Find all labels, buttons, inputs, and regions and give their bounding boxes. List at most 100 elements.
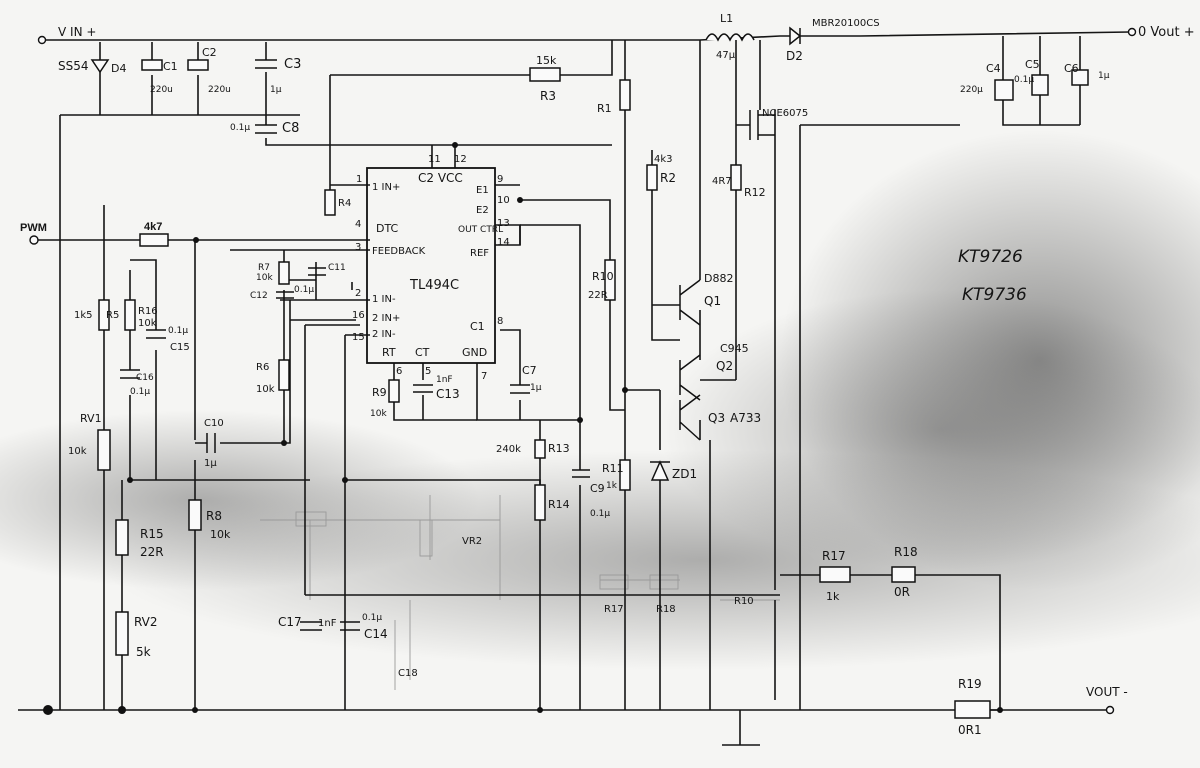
c1-capacitor xyxy=(141,59,163,71)
r10-value: 22R xyxy=(588,290,608,301)
pin-15: 15 xyxy=(352,332,365,343)
q1-part: D882 xyxy=(704,272,733,285)
l1-label: L1 xyxy=(720,12,733,25)
r3-label: R3 xyxy=(540,89,556,103)
wires xyxy=(18,31,1131,746)
d2-part: MBR20100CS xyxy=(812,18,880,29)
r8-label: R8 xyxy=(206,509,222,523)
r2-value: 4k3 xyxy=(654,154,673,165)
c16-capacitor xyxy=(120,369,140,379)
r7-value: 10k xyxy=(256,273,273,283)
rv2-pot xyxy=(115,611,129,656)
c13-label: C13 xyxy=(436,387,460,401)
c3-capacitor xyxy=(255,59,277,69)
c16-value: 0.1µ xyxy=(130,387,150,397)
r19-label: R19 xyxy=(958,677,982,691)
ic-c2vcc: C2 VCC xyxy=(418,171,463,185)
pin-14: 14 xyxy=(497,237,510,248)
junction-dot xyxy=(622,387,628,393)
c1-value: 220u xyxy=(150,85,173,95)
c6-label: C6 xyxy=(1064,62,1079,75)
r15-label: R15 xyxy=(140,527,164,541)
zd1-zener xyxy=(650,460,670,481)
r19-resistor xyxy=(954,700,991,719)
c5-value: 0.1µ xyxy=(1014,75,1034,85)
ghost-r10-label: R10 xyxy=(734,596,754,607)
e1-label: E1 xyxy=(476,185,489,196)
l1-value: 47µ xyxy=(716,50,736,61)
rt-label: RT xyxy=(382,346,396,359)
ghost-r18-label: R18 xyxy=(656,604,676,615)
r15-resistor xyxy=(115,519,129,556)
r4-label: R4 xyxy=(338,198,351,209)
r2-label: R2 xyxy=(660,171,676,185)
c15-label: C15 xyxy=(170,342,190,353)
tl494-ic-body xyxy=(366,167,496,364)
outctrl-label: OUT CTRL xyxy=(458,225,503,235)
c14-label: C14 xyxy=(364,627,388,641)
r5-label: R5 xyxy=(106,310,119,321)
c7-label: C7 xyxy=(522,364,537,377)
vin-terminal xyxy=(37,35,47,45)
junction-dot xyxy=(577,417,583,423)
vout-minus-terminal xyxy=(1105,705,1115,715)
tvs-label: SS54 xyxy=(58,59,89,73)
vin-label: V IN + xyxy=(58,25,96,39)
r9-value: 10k xyxy=(370,409,387,419)
r17-value: 1k xyxy=(826,590,840,603)
c11-label: C11 xyxy=(328,263,346,273)
r3-resistor xyxy=(529,67,561,82)
r1-resistor xyxy=(619,79,631,111)
l1-inductor xyxy=(705,33,755,42)
pin1-label: 1 IN+ xyxy=(372,182,400,193)
r10-resistor xyxy=(604,259,616,301)
pwm-terminal xyxy=(29,235,39,245)
r9-label: R9 xyxy=(372,386,387,399)
junction-dot xyxy=(192,707,198,713)
r1-label: R1 xyxy=(597,102,612,115)
c8-label: C8 xyxy=(282,121,299,136)
q2-label: Q2 xyxy=(716,359,733,373)
r12-value: 4R7 xyxy=(712,176,732,187)
c8-capacitor xyxy=(255,124,277,134)
vout-minus-label: VOUT - xyxy=(1086,685,1128,699)
mosfet-symbol xyxy=(749,110,775,140)
c5-capacitor xyxy=(1031,74,1049,96)
junction-dot xyxy=(43,705,53,715)
q3-transistor xyxy=(679,394,701,441)
r17-label: R17 xyxy=(822,549,846,563)
c17-value: 1nF xyxy=(318,618,337,629)
feedback-label: FEEDBACK xyxy=(372,246,426,257)
r4-resistor xyxy=(324,189,336,216)
r8-resistor xyxy=(188,499,202,531)
junction-dot xyxy=(997,707,1003,713)
rv1-pot xyxy=(97,429,111,471)
gnd-label: GND xyxy=(462,346,487,359)
ghost-vr2-label: VR2 xyxy=(462,536,482,547)
pin-9: 9 xyxy=(497,174,503,185)
r14-resistor xyxy=(534,484,546,521)
c6-capacitor xyxy=(1071,69,1089,86)
pin-5: 5 xyxy=(425,366,431,377)
c12-capacitor xyxy=(276,291,294,299)
c13-capacitor xyxy=(413,384,433,393)
junction-dot xyxy=(537,707,543,713)
ref-label: REF xyxy=(470,248,489,259)
pin-8: 8 xyxy=(497,316,503,327)
junction-dot xyxy=(127,477,133,483)
vout-plus-label: 0 Vout + xyxy=(1138,25,1195,40)
q2-part: C945 xyxy=(720,342,749,355)
pin-7: 7 xyxy=(481,371,487,382)
r12-resistor xyxy=(730,164,742,191)
rv1-value: 10k xyxy=(68,446,87,457)
r6-value: 10k xyxy=(256,384,275,395)
zd1-label: ZD1 xyxy=(672,467,697,481)
pin-10: 10 xyxy=(497,195,510,206)
rv1-label: RV1 xyxy=(80,412,102,425)
c17-label: C17 xyxy=(278,615,302,629)
c7-value: 1µ xyxy=(530,383,542,393)
r18-resistor xyxy=(891,566,916,583)
c4-capacitor xyxy=(994,79,1014,101)
r16-value: 10k xyxy=(138,318,157,329)
